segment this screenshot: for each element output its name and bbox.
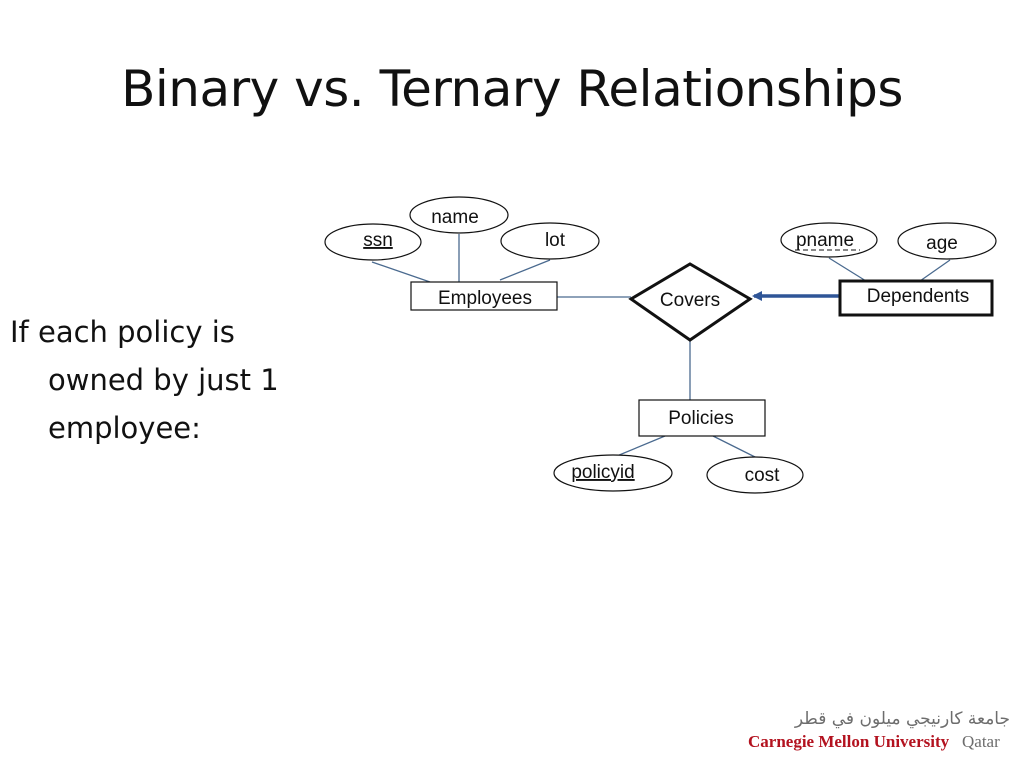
connector-ssn xyxy=(371,261,431,283)
relationship-covers-label: Covers xyxy=(660,290,720,311)
bullet-text: If each policy is owned by just 1 employ… xyxy=(10,308,340,452)
logo-location: Qatar xyxy=(962,732,1000,751)
attribute-lot-label: lot xyxy=(545,230,566,251)
bullet-line-1: If each policy is xyxy=(10,315,235,349)
entity-employees-box xyxy=(410,281,558,311)
entity-employees-label: Employees xyxy=(438,288,532,309)
attribute-ssn-ellipse xyxy=(324,223,422,261)
entity-policies-label: Policies xyxy=(668,408,733,429)
attribute-ssn-label: ssn xyxy=(363,230,393,251)
cmu-qatar-logo: جامعة كارنيجي ميلون في قطر Carnegie Mell… xyxy=(748,709,1010,751)
connectors xyxy=(371,234,951,459)
bullet-line-2: owned by just 1 xyxy=(48,363,279,397)
attribute-cost-ellipse xyxy=(706,456,804,494)
attribute-age-ellipse xyxy=(897,222,997,260)
connector-pname xyxy=(828,257,867,282)
connector-lot xyxy=(499,259,551,281)
weak-entity-dependents-box xyxy=(838,279,994,317)
entity-policies-box xyxy=(638,399,766,437)
attribute-lot-ellipse xyxy=(500,222,600,260)
connector-policyid xyxy=(611,435,666,459)
entity-dependents-label: Dependents xyxy=(867,286,969,307)
attribute-name-label: name xyxy=(431,207,479,228)
attribute-cost-label: cost xyxy=(745,465,781,486)
attribute-age-label: age xyxy=(926,233,958,254)
logo-university-name: Carnegie Mellon University xyxy=(748,732,950,751)
attribute-pname-ellipse xyxy=(780,222,878,258)
attribute-policyid-ellipse xyxy=(553,454,673,492)
connector-cost xyxy=(712,435,758,459)
attribute-pname-label: pname xyxy=(796,230,854,251)
slide-title: Binary vs. Ternary Relationships xyxy=(121,60,903,118)
attribute-name-ellipse xyxy=(409,196,509,234)
attribute-policyid-label: policyid xyxy=(571,462,634,483)
bullet-line-3: employee: xyxy=(48,411,201,445)
logo-arabic-text: جامعة كارنيجي ميلون في قطر xyxy=(794,709,1010,729)
connector-age xyxy=(919,259,951,282)
relationship-covers-diamond xyxy=(628,262,753,342)
